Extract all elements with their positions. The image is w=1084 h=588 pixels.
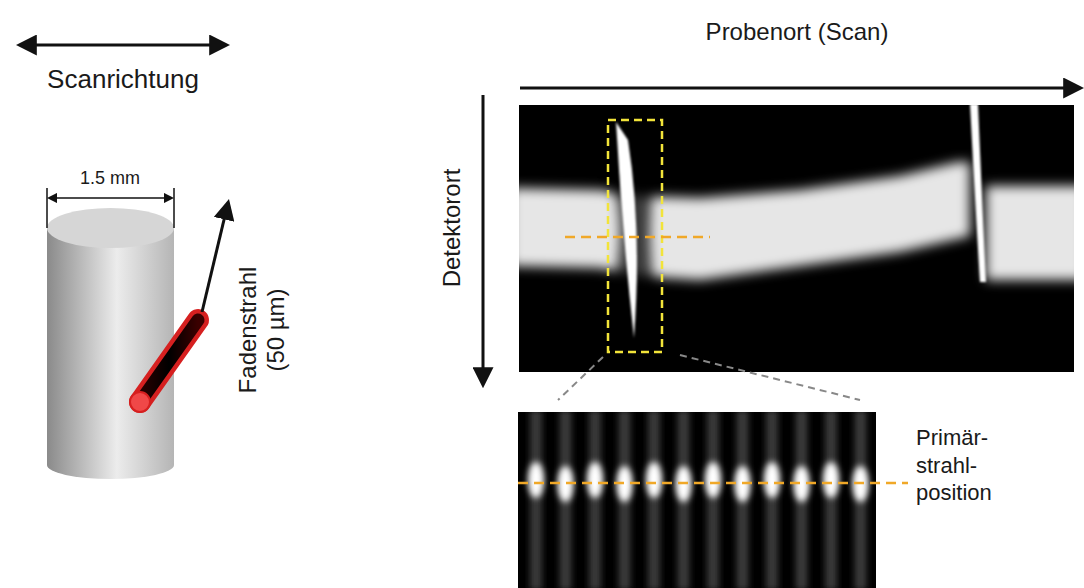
position-label: Primär- strahl- position xyxy=(916,424,992,507)
axis-label: Probenort (Scan) xyxy=(706,18,889,46)
dimension-label: 1.5 mm xyxy=(80,168,140,189)
axis-label: Detektorort xyxy=(438,128,466,328)
beam-label: Fadenstrahl (50 µm) xyxy=(234,255,289,405)
direction-label: Scanrichtung xyxy=(47,65,199,95)
